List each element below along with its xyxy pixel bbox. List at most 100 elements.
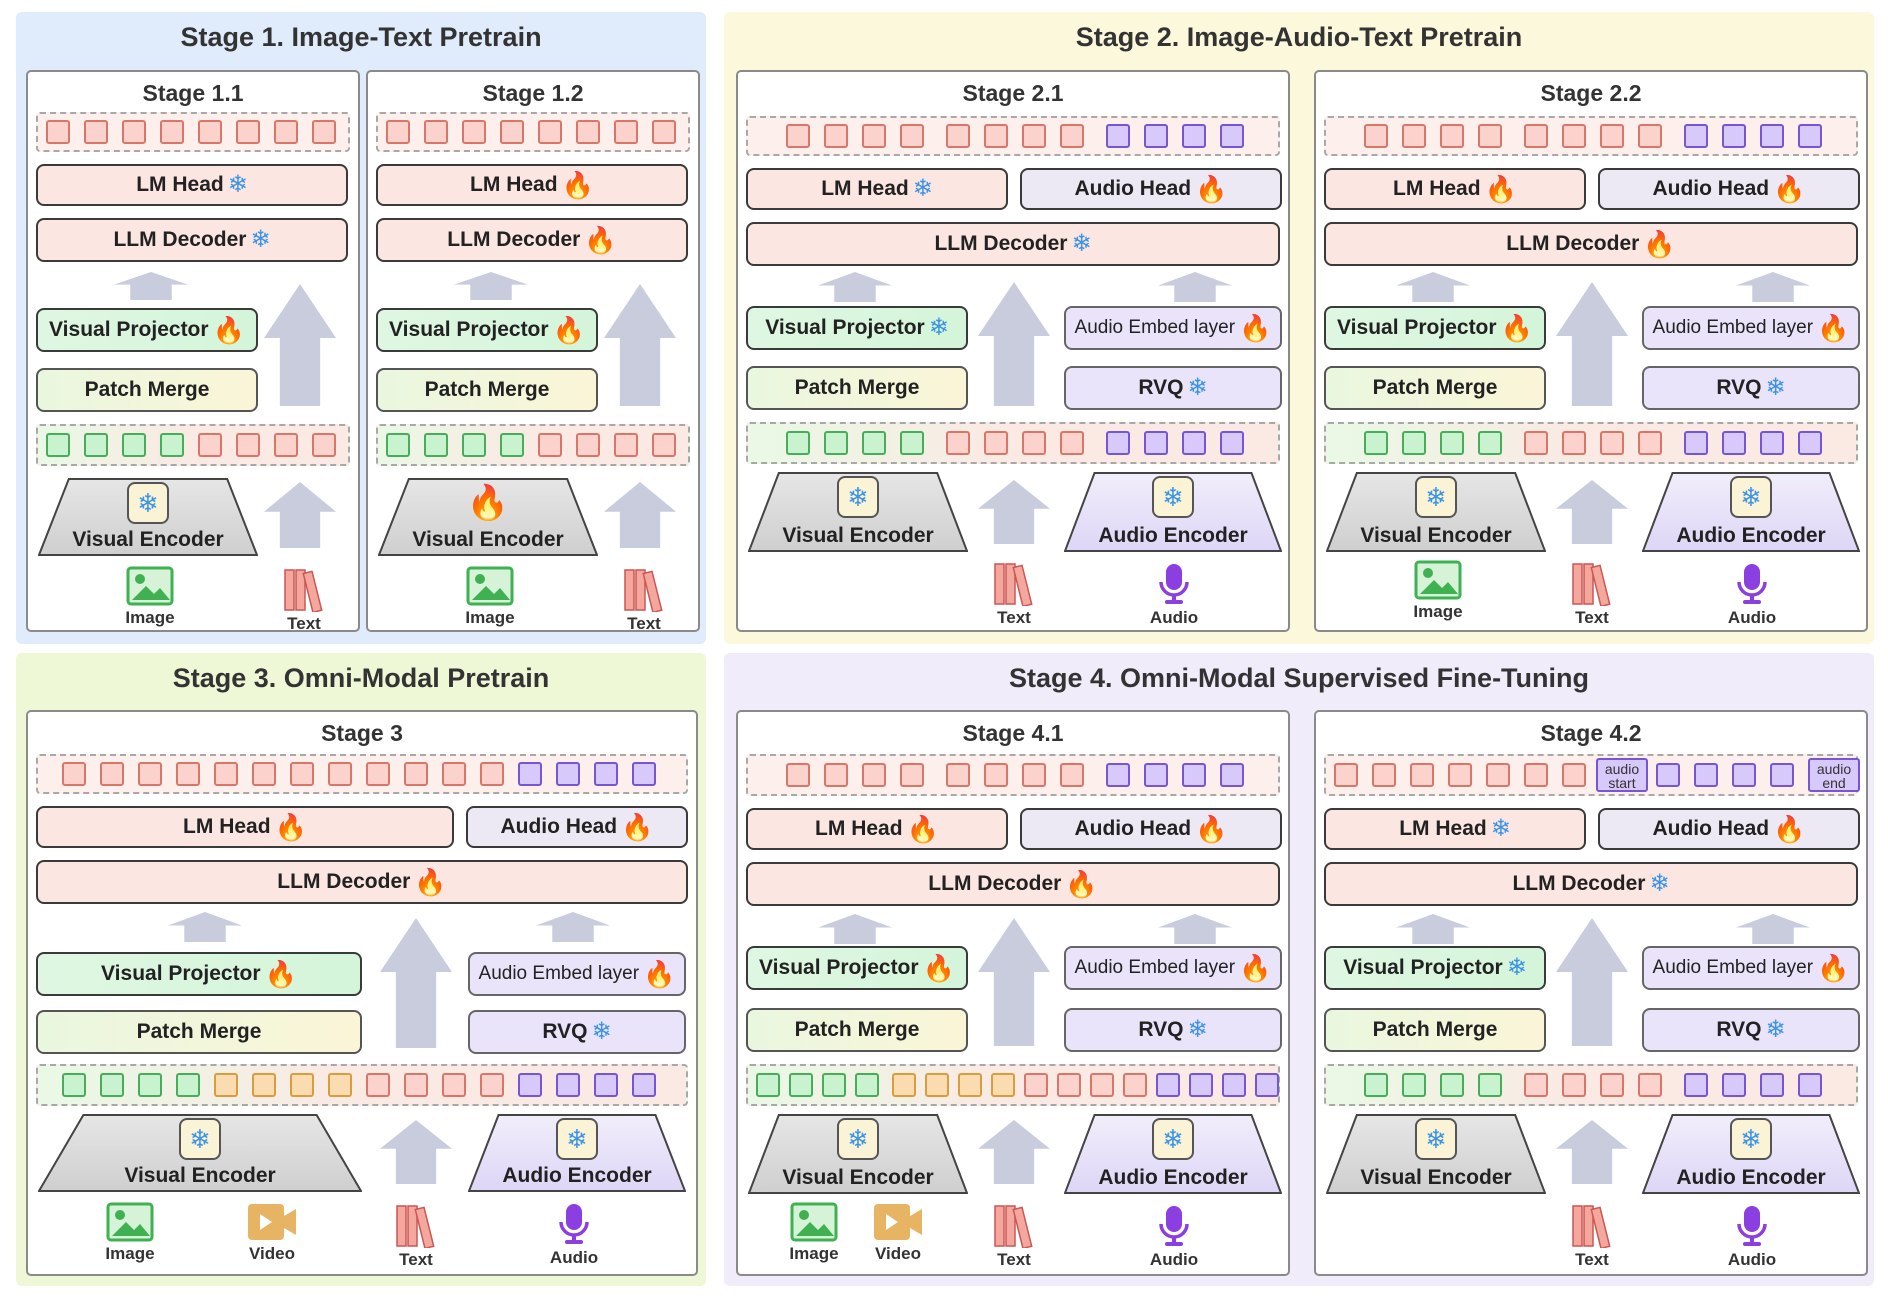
- audio-encoder-label: Audio Encoder: [1098, 524, 1248, 547]
- up-arrow: [168, 912, 242, 942]
- token-audio-start: audio start: [1596, 758, 1648, 792]
- up-arrow: [1556, 480, 1628, 544]
- token: [252, 1073, 276, 1097]
- token: [1770, 763, 1794, 787]
- token: [404, 1073, 428, 1097]
- token: [84, 120, 108, 144]
- snowflake-icon: ❄: [837, 1118, 879, 1160]
- text-icon: [376, 1202, 456, 1248]
- rvq: RVQ❄: [468, 1010, 686, 1054]
- fire-icon: 🔥: [643, 959, 676, 989]
- token: [442, 1073, 466, 1097]
- snowflake-icon: ❄: [1506, 954, 1527, 981]
- patch-merge-label: Patch Merge: [1372, 376, 1498, 399]
- audio-icon: [1134, 562, 1214, 606]
- token-audio-end: audio end: [1808, 758, 1860, 792]
- token: [1478, 124, 1502, 148]
- audio-embed-layer-label: Audio Embed layer: [1074, 317, 1236, 338]
- token: [1638, 431, 1662, 455]
- token: [46, 433, 70, 457]
- token: [480, 1073, 504, 1097]
- video-input-label: Video: [875, 1244, 921, 1263]
- visual-encoder: Visual Encoder❄: [38, 478, 258, 556]
- token: [386, 433, 410, 457]
- token: [1123, 1073, 1147, 1097]
- token: [1760, 124, 1784, 148]
- token: [1182, 124, 1206, 148]
- token: [1440, 1073, 1464, 1097]
- text-input: Text: [1552, 560, 1632, 628]
- text-input-label: Text: [287, 614, 321, 633]
- token: [312, 433, 336, 457]
- token: [900, 124, 924, 148]
- token: [328, 762, 352, 786]
- up-arrow: [818, 914, 892, 944]
- token: [1106, 431, 1130, 455]
- token: [1222, 1073, 1246, 1097]
- fire-icon: 🔥: [552, 315, 585, 345]
- up-arrow: [1396, 914, 1470, 944]
- up-arrow: [978, 480, 1050, 544]
- up-arrow: [604, 482, 676, 548]
- token: [1156, 1073, 1180, 1097]
- audio-head-label: Audio Head: [1652, 177, 1770, 200]
- image-icon: [450, 566, 530, 606]
- token: [100, 1073, 124, 1097]
- up-arrow: [454, 272, 528, 300]
- rvq-label: RVQ: [1716, 376, 1762, 399]
- token: [594, 762, 618, 786]
- token: [789, 1073, 813, 1097]
- llm-decoder: LLM Decoder🔥: [376, 218, 688, 262]
- token: [1638, 124, 1662, 148]
- fire-icon: 🔥: [1239, 953, 1272, 983]
- token: [556, 762, 580, 786]
- quadrant-title: Stage 4. Omni-Modal Supervised Fine-Tuni…: [1008, 663, 1590, 693]
- audio-encoder: Audio Encoder❄: [1642, 472, 1860, 552]
- audio-embed-layer: Audio Embed layer🔥: [468, 952, 686, 996]
- token: [138, 762, 162, 786]
- visual-encoder-label: Visual Encoder: [1360, 524, 1512, 547]
- token: [786, 763, 810, 787]
- audio-input: Audio: [1134, 1204, 1214, 1270]
- fire-icon: 🔥: [212, 315, 245, 345]
- patch-merge: Patch Merge: [1324, 1008, 1546, 1052]
- up-arrow: [264, 482, 336, 548]
- token: [1694, 763, 1718, 787]
- output-token-strip: [376, 112, 690, 152]
- audio-encoder-label: Audio Encoder: [502, 1164, 652, 1187]
- token: [462, 120, 486, 144]
- token: [786, 124, 810, 148]
- token: [1372, 763, 1396, 787]
- audio-head-label: Audio Head: [1074, 817, 1192, 840]
- up-arrow: [818, 272, 892, 302]
- text-input: Text: [974, 560, 1054, 628]
- llm-decoder: LLM Decoder🔥: [746, 862, 1280, 906]
- visual-encoder-label: Visual Encoder: [124, 1164, 276, 1187]
- fire-icon: 🔥: [584, 225, 617, 255]
- audio-embed-layer-label: Audio Embed layer: [1074, 957, 1236, 978]
- token: [1144, 124, 1168, 148]
- audio-icon: [1712, 562, 1792, 606]
- rvq: RVQ❄: [1064, 1008, 1282, 1052]
- panel-title: Stage 1.2: [482, 80, 584, 106]
- llm-decoder-label: LLM Decoder: [934, 232, 1068, 255]
- token: [824, 431, 848, 455]
- token: [290, 762, 314, 786]
- rvq-label: RVQ: [1138, 376, 1184, 399]
- rvq-label: RVQ: [1138, 1018, 1184, 1041]
- audio-icon: [1712, 1204, 1792, 1248]
- token: [1478, 431, 1502, 455]
- token: [46, 120, 70, 144]
- token: [824, 763, 848, 787]
- up-arrow: [1736, 272, 1810, 302]
- visual-projector: Visual Projector🔥: [376, 308, 598, 352]
- token: [756, 1073, 780, 1097]
- input-token-strip: [746, 422, 1280, 464]
- lm-head-label: LM Head: [470, 173, 558, 196]
- audio-head: Audio Head🔥: [1020, 808, 1282, 850]
- patch-merge: Patch Merge: [376, 368, 598, 412]
- token: [1106, 763, 1130, 787]
